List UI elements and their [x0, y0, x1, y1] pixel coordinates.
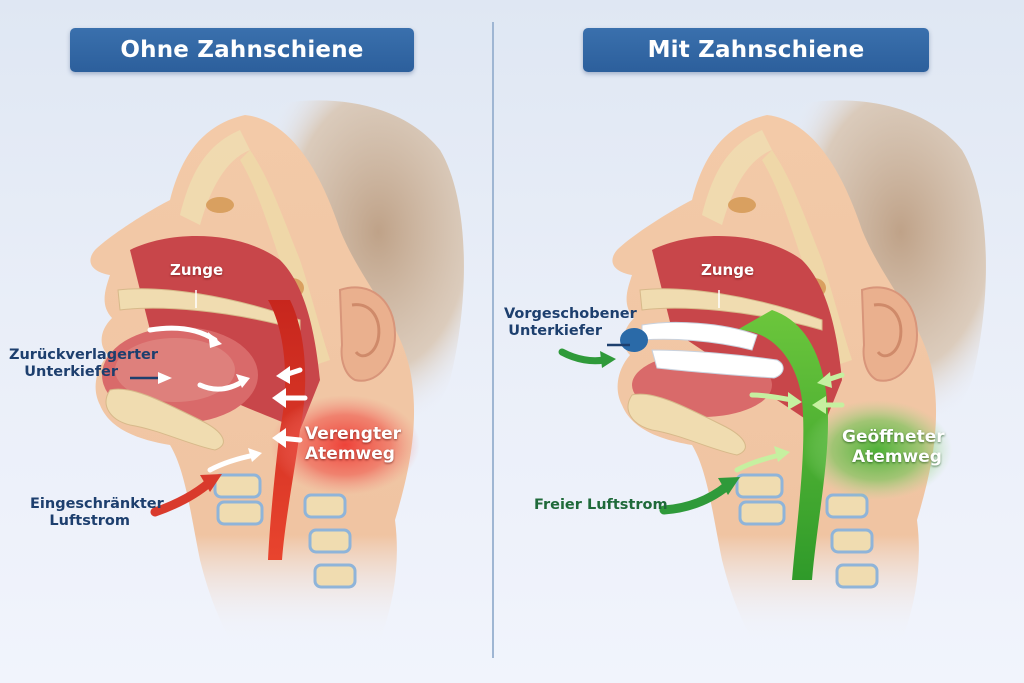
- panel-title-without-splint: Ohne Zahnschiene: [70, 28, 414, 72]
- label-free-airflow: Freier Luftstrom: [534, 497, 668, 513]
- panel-title-with-splint: Mit Zahnschiene: [583, 28, 929, 72]
- panel-title-text: Mit Zahnschiene: [647, 37, 865, 63]
- label-advanced-jaw: Vorgeschobener Unterkiefer: [504, 306, 637, 339]
- head-cross-section-illustration: [90, 100, 464, 640]
- panel-title-text: Ohne Zahnschiene: [120, 37, 364, 63]
- label-tongue: Zunge: [170, 261, 224, 279]
- panel-with-splint: Mit Zahnschiene: [504, 0, 1024, 683]
- label-retracted-jaw: Zurückverlagerter Unterkiefer: [8, 347, 158, 380]
- head-cross-section-illustration-splint: [558, 100, 986, 640]
- label-opened-airway: Geöffneter Atemweg: [842, 427, 945, 467]
- label-narrowed-airway: Verengter Atemweg: [305, 424, 401, 464]
- panel-divider: [492, 22, 494, 658]
- label-tongue: Zunge: [701, 261, 755, 279]
- label-restricted-airflow: Eingeschränkter Luftstrom: [30, 496, 164, 529]
- panel-without-splint: Ohne Zahnschiene: [8, 28, 464, 640]
